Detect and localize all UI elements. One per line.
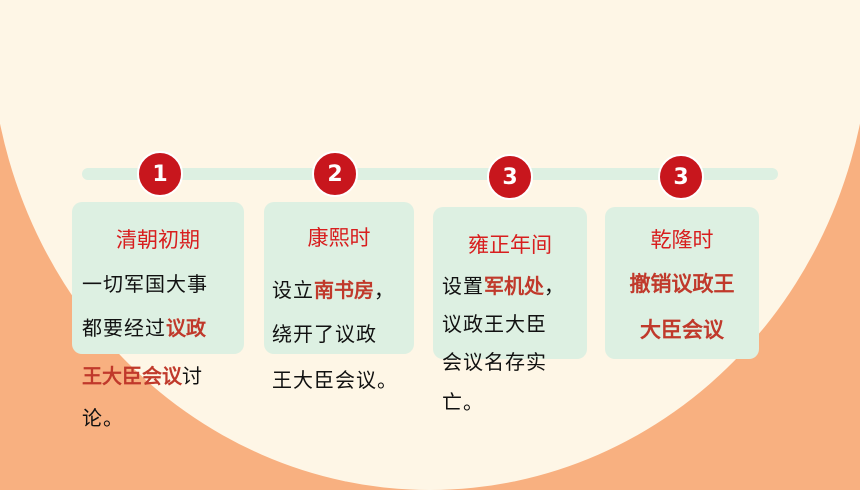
step-3-badge: 3 [487,154,533,200]
step-3-line-1: 设置军机处， [442,270,565,299]
step-2-line-1: 设立南书房， [272,274,395,303]
step-2-line-2: 绕开了议政 [272,322,377,346]
step-1-card [72,202,244,354]
step-1-line-2-text: 都要经过 [82,316,166,340]
step-1-line-3-tail: 讨 [182,364,203,388]
step-4-badge: 3 [658,154,704,200]
step-2-badge: 2 [312,151,358,197]
step-3-line-1-text: 设置 [442,274,484,298]
step-2-line-3: 王大臣会议。 [272,368,398,392]
step-3-line-3: 会议名存实 [442,350,547,374]
step-4-line-2: 大臣会议 [640,318,724,342]
step-3-comma: ， [544,274,565,298]
step-4-card [605,207,759,359]
step-1-badge: 1 [137,151,183,197]
step-2-comma: ， [374,278,395,302]
step-1-line-2: 都要经过议政 [82,312,206,341]
step-3-line-4: 亡。 [442,390,484,414]
step-1-line-1: 一切军国大事 [82,272,208,296]
step-3-line-2: 议政王大臣 [442,312,547,336]
step-2-line-1-text: 设立 [272,278,314,302]
step-3-highlight: 军机处 [484,274,544,298]
step-3-card [433,207,587,359]
step-1-title: 清朝初期 [116,228,200,252]
step-2-highlight: 南书房 [314,278,374,302]
step-2-card [264,202,414,354]
step-1-line-3: 王大臣会议讨 [82,360,203,389]
step-1-line-4: 论。 [82,406,124,430]
step-4-line-1: 撤销议政王 [629,272,735,296]
step-3-title: 雍正年间 [468,233,552,257]
step-1-highlight-a: 议政 [166,316,206,340]
step-2-title: 康熙时 [307,226,371,250]
timeline-bar [82,168,778,180]
step-1-highlight-b: 王大臣会议 [82,364,182,388]
step-4-title: 乾隆时 [650,228,714,252]
